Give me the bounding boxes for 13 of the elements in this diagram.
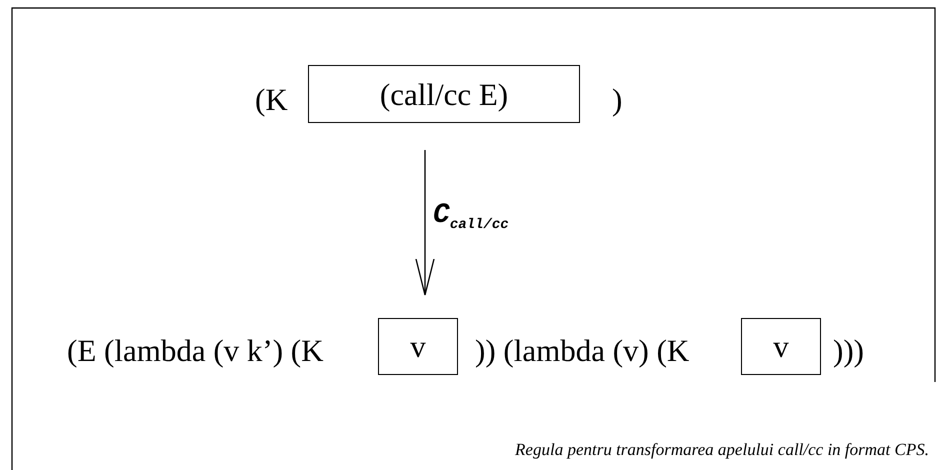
expression-text: ))) <box>833 335 864 366</box>
expression-text: (K <box>255 84 288 115</box>
term-box <box>378 318 458 375</box>
term-box <box>308 65 580 123</box>
term-text: (call/cc E) <box>380 78 508 110</box>
arrow <box>415 150 435 296</box>
expression-text: ) <box>612 84 622 115</box>
expression-text: )) (lambda (v) (K <box>475 335 690 366</box>
expression-text: (E (lambda (v k’) (K <box>67 335 324 366</box>
term-text: v <box>410 331 426 362</box>
caption: Regula pentru transformarea apelului call/cc in format CPS. <box>515 440 929 460</box>
term-box <box>741 318 821 375</box>
term-text: v <box>773 331 789 362</box>
